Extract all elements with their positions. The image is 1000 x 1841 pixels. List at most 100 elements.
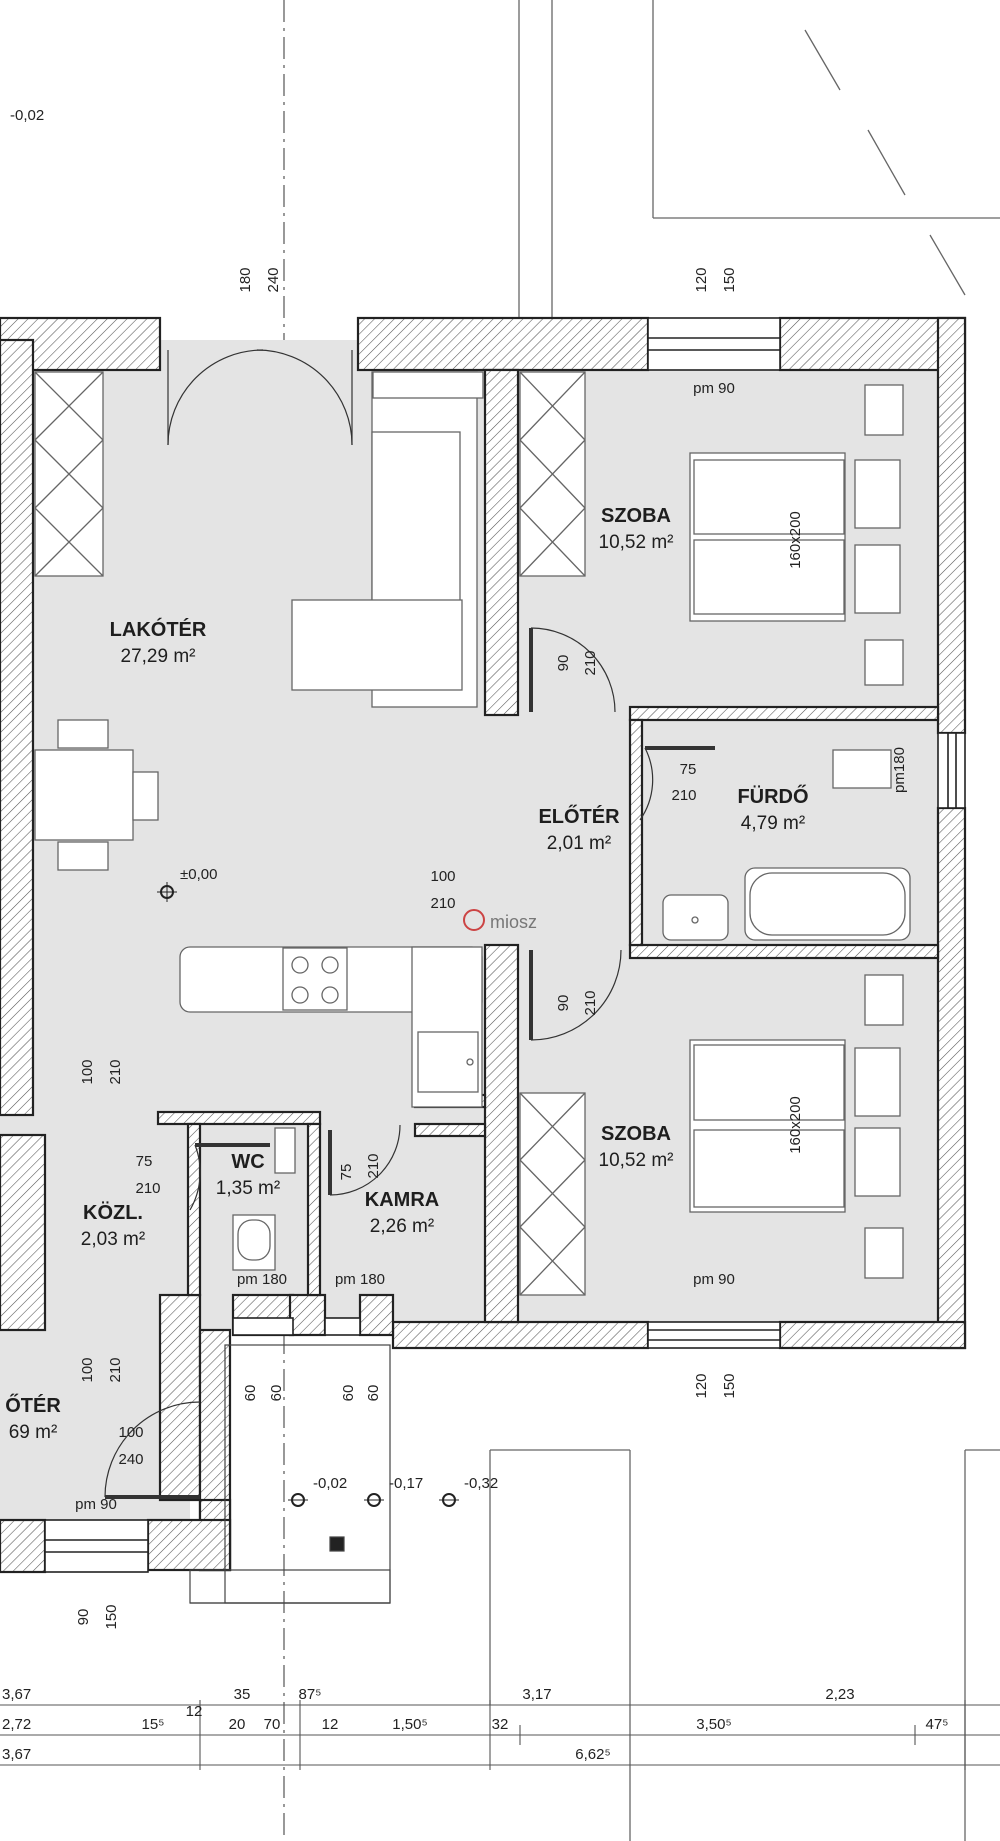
kamra-door-width: 75 — [338, 1164, 355, 1181]
level-entry-a: -0,02 — [313, 1475, 347, 1492]
dim-row2-4: 70 — [264, 1716, 281, 1733]
kozl-door-height: 210 — [107, 1059, 124, 1084]
top-door-height: 240 — [265, 267, 282, 292]
room2-door-height: 210 — [582, 990, 599, 1015]
room-area-wc: 1,35 m² — [216, 1178, 280, 1199]
kamra-door-height: 210 — [365, 1153, 382, 1178]
dimension-chain: 3,67 35 87⁵ 3,17 2,23 2,72 15⁵ 12 20 70 … — [2, 1686, 948, 1763]
bed-bottom — [689, 974, 904, 1279]
top-door-width: 180 — [237, 267, 254, 292]
bottom-window-sill: pm 90 — [693, 1271, 735, 1288]
hall-door-height: 210 — [430, 895, 455, 912]
watermark-logo-icon — [463, 909, 485, 931]
bottom-window-width: 120 — [693, 1373, 710, 1398]
wc-window-sill: pm 180 — [237, 1271, 287, 1288]
wc-fixtures — [232, 1127, 296, 1271]
room-labels: LAKÓTÉR 27,29 m² SZOBA 10,52 m² ELŐTÉR 2… — [5, 505, 808, 1443]
bed-size-bottom: 160x200 — [787, 1096, 804, 1154]
dining-table — [34, 719, 159, 871]
wc-door-height: 210 — [135, 1180, 160, 1197]
doors — [104, 349, 715, 1499]
dim-row2-2: 12 — [186, 1703, 203, 1720]
room-area-lakoter: 27,29 m² — [121, 646, 196, 667]
level-entry-b: -0,17 — [389, 1475, 423, 1492]
wardrobe-szoba-top — [519, 371, 586, 577]
room-name-eloter: ELŐTÉR — [538, 805, 620, 828]
level-center: ±0,00 — [180, 866, 217, 883]
dim-row3-0: 3,67 — [2, 1746, 31, 1763]
wardrobe-szoba-bottom — [519, 1092, 586, 1296]
level-top-left: -0,02 — [10, 107, 44, 124]
windows — [44, 317, 966, 1573]
dim-row2-0: 2,72 — [2, 1716, 31, 1733]
bath-door-width: 75 — [680, 761, 697, 778]
room1-door-width: 90 — [555, 655, 572, 672]
room-area-eloter: 2,01 m² — [547, 833, 611, 854]
wardrobe-lakoter — [34, 371, 104, 577]
opening-dimensions: 180 240 120 150 pm 90 90 210 75 210 pm18… — [75, 267, 908, 1629]
front-door-height: 240 — [118, 1451, 143, 1468]
porch-dim-d: 60 — [365, 1385, 382, 1402]
site-context-lines — [489, 0, 1000, 1841]
dim-row3-1: 6,62⁵ — [575, 1746, 610, 1763]
porch-dim-c: 60 — [340, 1385, 357, 1402]
level-marker-icon — [439, 1493, 459, 1507]
left-window-width: 90 — [75, 1609, 92, 1626]
front-door-width: 100 — [118, 1424, 143, 1441]
porch-dim-a: 60 — [242, 1385, 259, 1402]
bathroom-fixtures — [662, 749, 911, 941]
room-area-kamra: 2,26 m² — [370, 1216, 434, 1237]
level-entry-c: -0,32 — [464, 1475, 498, 1492]
room1-door-height: 210 — [582, 650, 599, 675]
bed-top — [689, 384, 904, 686]
level-marker-icon — [288, 1493, 308, 1507]
dim-row2-5: 12 — [322, 1716, 339, 1733]
watermark-text: miosz — [490, 912, 537, 932]
top-window-height: 150 — [721, 267, 738, 292]
level-marks: ±0,00 -0,02 -0,02 -0,17 -0,32 — [10, 107, 498, 1507]
entry-door-height: 210 — [107, 1357, 124, 1382]
wc-door-width: 75 — [136, 1153, 153, 1170]
left-window-sill: pm 90 — [75, 1496, 117, 1513]
room2-door-width: 90 — [555, 995, 572, 1012]
walls — [0, 316, 967, 1574]
furniture — [34, 371, 911, 1296]
watermark: miosz — [463, 909, 537, 932]
top-window-sill: pm 90 — [693, 380, 735, 397]
dim-row2-3: 20 — [229, 1716, 246, 1733]
room-name-furdo: FÜRDŐ — [737, 785, 808, 808]
dim-row2-7: 32 — [492, 1716, 509, 1733]
kitchen-counter — [179, 946, 483, 1108]
kozl-door-width: 100 — [79, 1059, 96, 1084]
dim-row2-9: 47⁵ — [926, 1716, 949, 1733]
level-marker-icon — [364, 1493, 384, 1507]
dim-row2-6: 1,50⁵ — [392, 1716, 427, 1733]
room-name-kamra: KAMRA — [365, 1189, 439, 1211]
room-name-wc: WC — [231, 1151, 264, 1173]
room-name-eloter-left: ŐTÉR — [5, 1394, 61, 1417]
room-area-szoba-bottom: 10,52 m² — [599, 1150, 674, 1171]
bed-size-top: 160x200 — [787, 511, 804, 569]
dim-row2-8: 3,50⁵ — [696, 1716, 731, 1733]
room-name-szoba-bottom: SZOBA — [601, 1123, 671, 1145]
dim-row1-1: 35 — [234, 1686, 251, 1703]
dim-row1-2: 87⁵ — [299, 1686, 322, 1703]
kamra-window-sill: pm 180 — [335, 1271, 385, 1288]
sofa — [291, 371, 478, 708]
bath-window-sill: pm180 — [891, 747, 908, 793]
dim-row2-1: 15⁵ — [142, 1716, 165, 1733]
top-window-width: 120 — [693, 267, 710, 292]
room-name-kozl: KÖZL. — [83, 1201, 143, 1224]
room-area-kozl: 2,03 m² — [81, 1229, 145, 1250]
bottom-window-height: 150 — [721, 1373, 738, 1398]
hall-door-width: 100 — [430, 868, 455, 885]
room-area-furdo: 4,79 m² — [741, 813, 805, 834]
dim-row1-4: 2,23 — [825, 1686, 854, 1703]
left-window-height: 150 — [103, 1604, 120, 1629]
dimension-lines — [0, 1700, 1000, 1770]
entry-door-width: 100 — [79, 1357, 96, 1382]
room-area-szoba-top: 10,52 m² — [599, 532, 674, 553]
room-name-szoba-top: SZOBA — [601, 505, 671, 527]
room-name-lakoter: LAKÓTÉR — [110, 617, 207, 641]
